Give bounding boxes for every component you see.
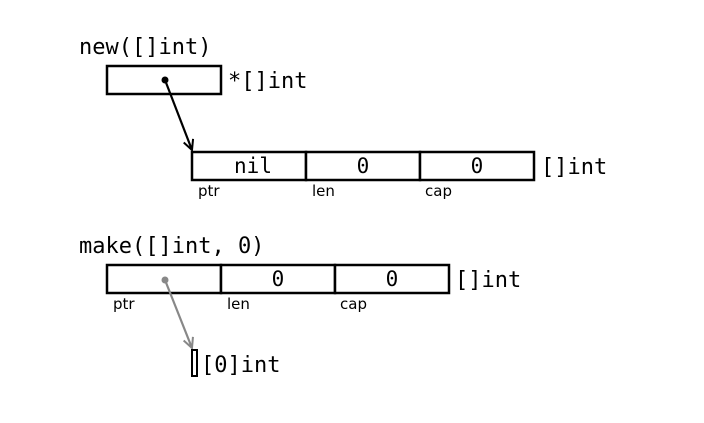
- cap-field-label: cap: [340, 295, 367, 313]
- pointer-arrow: [163, 79, 192, 150]
- array-type-label: [0]int: [201, 353, 280, 378]
- len-field-label: len: [227, 295, 250, 313]
- new-title: new([]int): [79, 35, 211, 60]
- cap-field-label: cap: [425, 182, 452, 200]
- slice-header-make: 0 0: [105, 263, 451, 295]
- len-field-label: len: [312, 182, 335, 200]
- cap-cell-value: 0: [386, 267, 399, 291]
- ptr-field-label: ptr: [113, 295, 135, 313]
- zero-length-array: [191, 349, 198, 377]
- pointer-arrow: [163, 279, 192, 348]
- pointer-box: [105, 64, 223, 96]
- header-type-label: []int: [455, 268, 521, 293]
- cap-cell-value: 0: [471, 154, 484, 178]
- make-section: make([]int, 0) 0 0 []int ptr len cap [0]…: [79, 234, 521, 378]
- ptr-field-label: ptr: [198, 182, 220, 200]
- ptr-cell: [190, 150, 308, 182]
- header-type-label: []int: [541, 155, 607, 180]
- slice-header-new: nil 0 0: [190, 150, 536, 182]
- len-cell-value: 0: [272, 267, 285, 291]
- pointer-type-label: *[]int: [228, 69, 307, 94]
- cap-cell: [418, 150, 536, 182]
- cap-cell: [333, 263, 451, 295]
- len-cell-value: 0: [357, 154, 370, 178]
- new-section: new([]int) *[]int nil 0 0 []int ptr len …: [79, 35, 607, 200]
- ptr-cell-value: nil: [234, 154, 272, 178]
- make-title: make([]int, 0): [79, 234, 264, 259]
- len-cell: [219, 263, 337, 295]
